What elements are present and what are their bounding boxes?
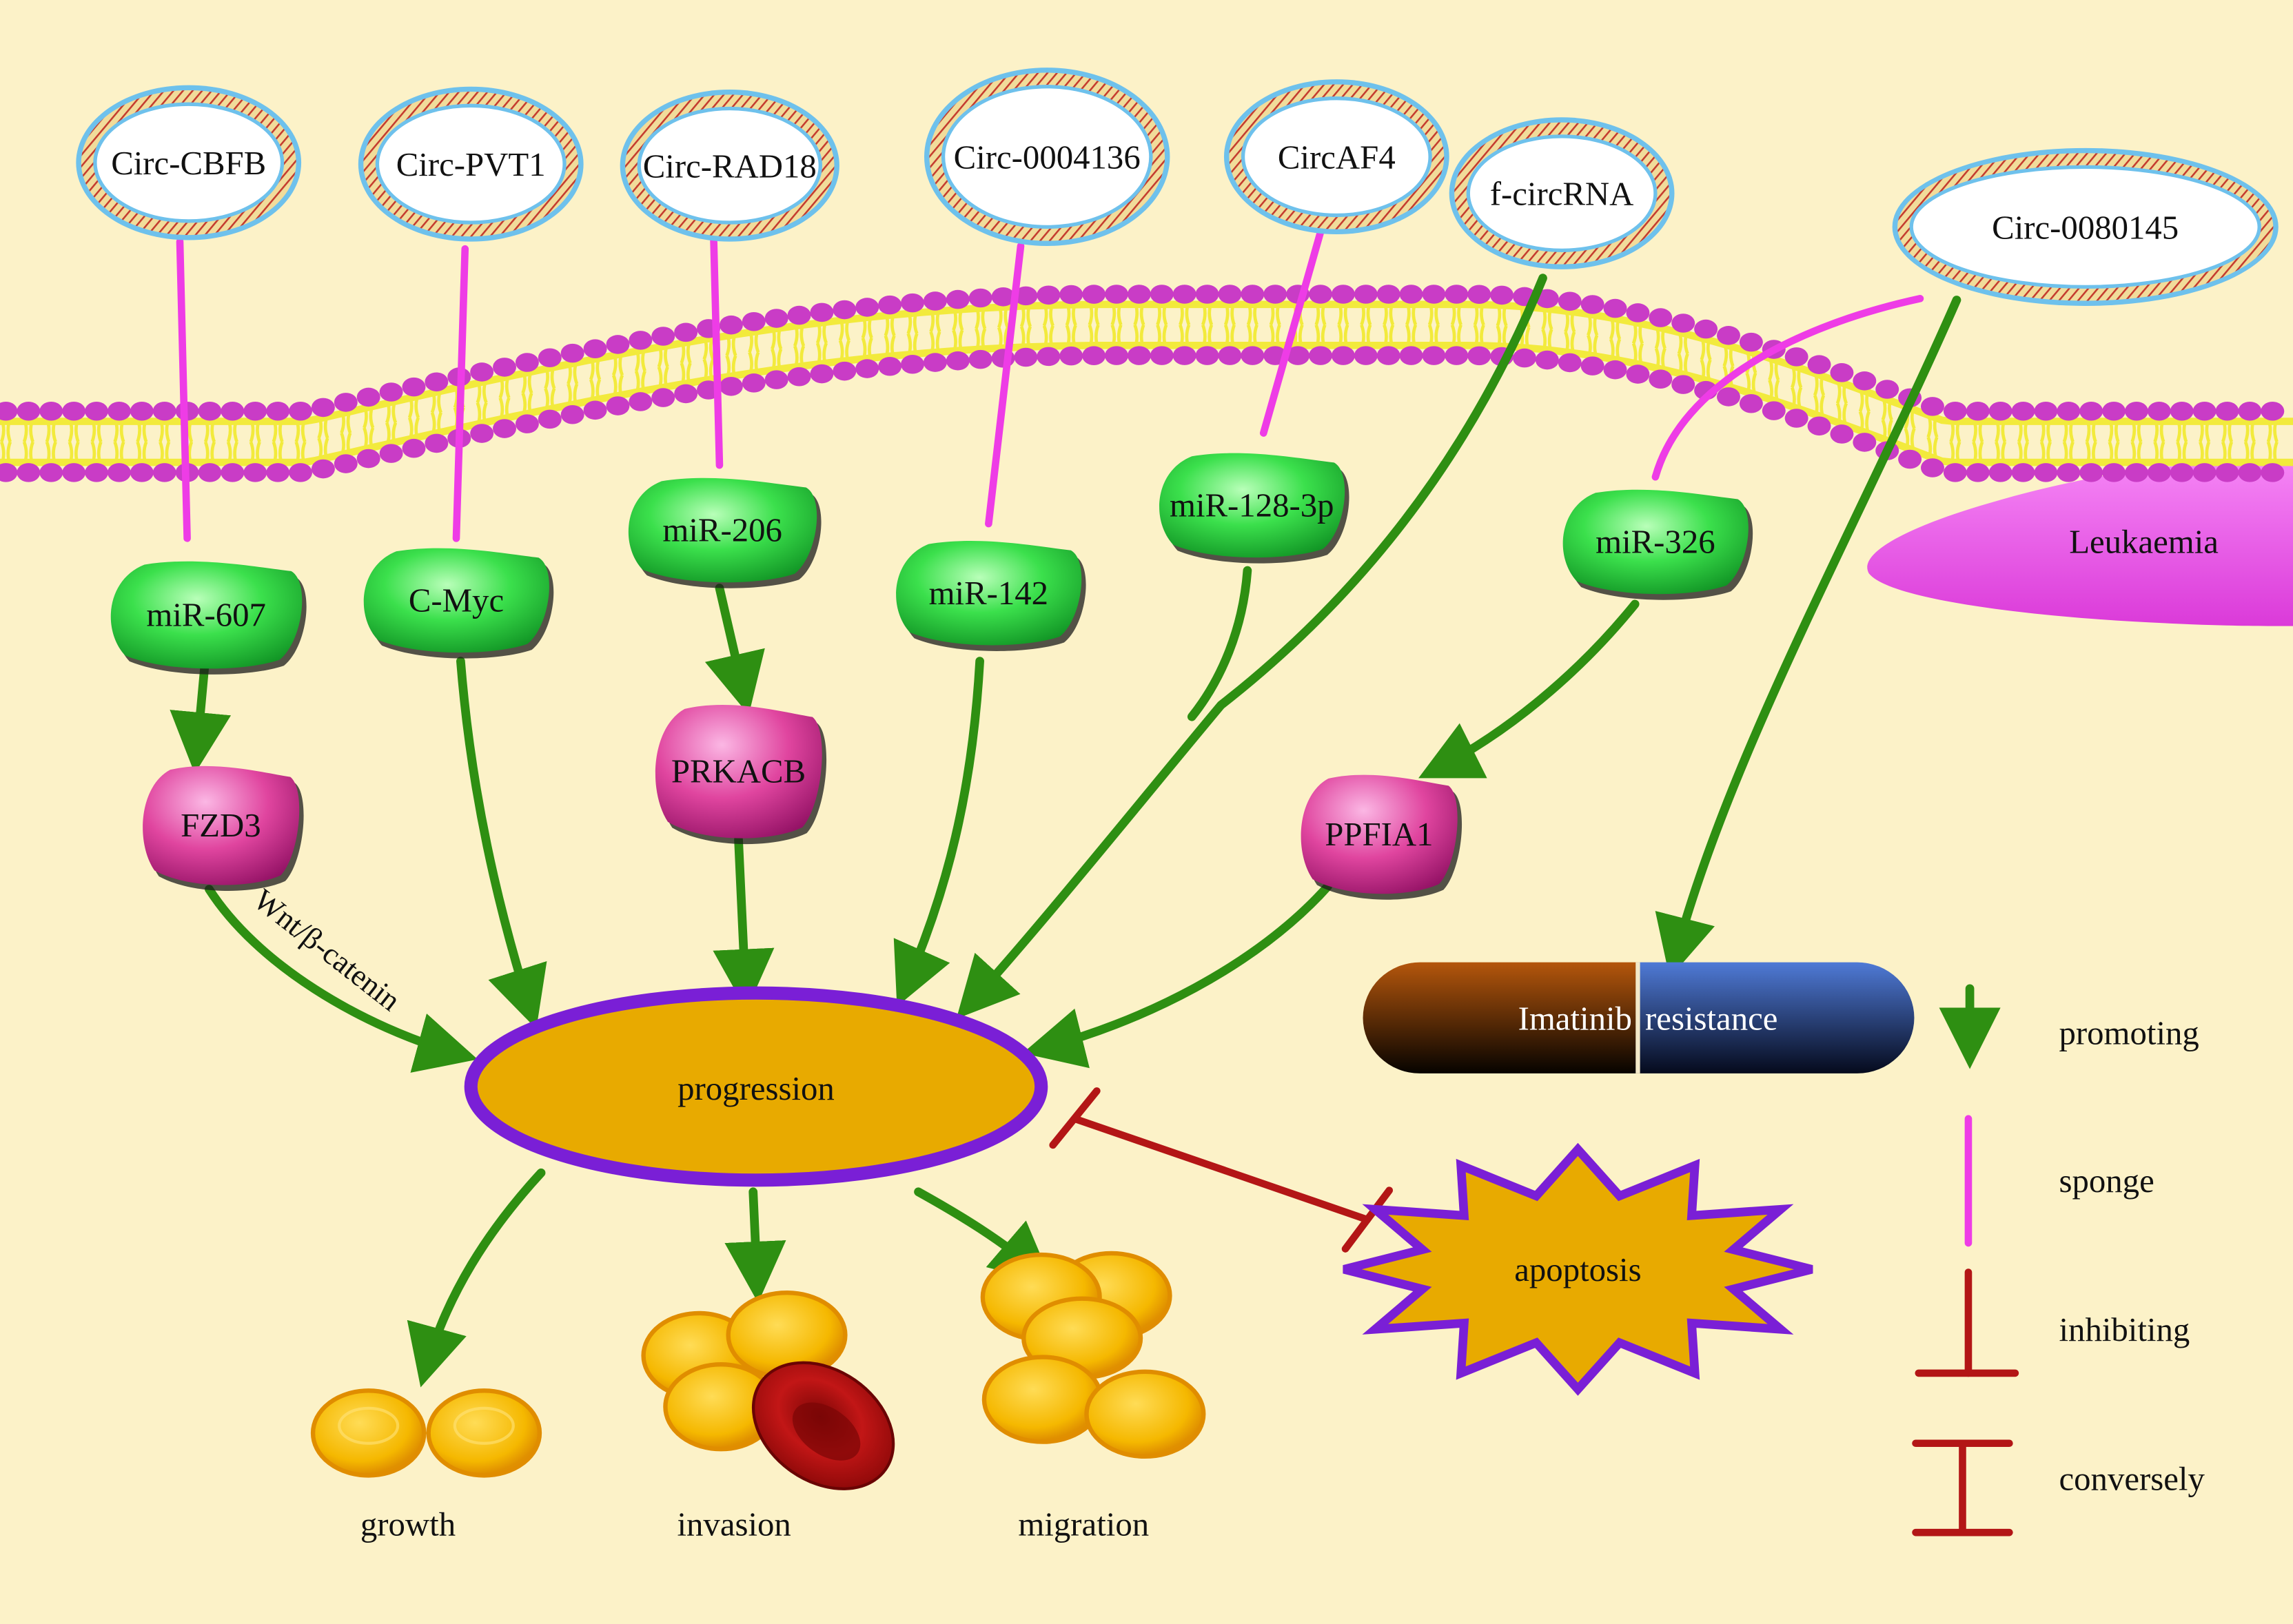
target-label: FZD3 [181,807,261,844]
circrna-circ-0004136: Circ-0004136 [924,68,1170,246]
sponge-line-0004136 [985,242,1025,528]
sponge-line-pvt1 [452,245,469,542]
circrna-label: Circ-PVT1 [396,146,546,183]
target-label: PRKACB [671,753,806,790]
circrna-circ-cbfb: Circ-CBFB [76,85,302,240]
red-blood-cell [751,1361,895,1490]
arrow-fzd3-progression [205,885,478,1073]
arrow-0080145-imatinib [1655,296,1961,978]
arrow-mir206-prkacb [704,584,765,715]
target-group: FZD3 PRKACB PPFIA1 [143,705,1463,900]
node-label: miR-206 [662,512,782,549]
arrow-mir326-ppfia1 [1418,599,1640,779]
legend-sponge-label: sponge [2059,1162,2154,1200]
node-mir-206: miR-206 [628,477,822,588]
circrna-label: Circ-0004136 [954,139,1141,176]
circrna-label: Circ-CBFB [111,145,266,182]
circrna-circ-rad18: Circ-RAD18 [620,89,839,242]
node-mir-142: miR-142 [896,540,1086,651]
arrow-cmyc-progression [456,657,547,1029]
red-t-bar-icon [1915,1268,2019,1377]
arrow-prkacb-progression [713,835,775,1011]
inhibit-progression-apoptosis [1049,1087,1394,1253]
outcome-migration-label: migration [1018,1505,1149,1543]
progression-node: progression [464,986,1048,1187]
node-c-myc: C-Myc [363,548,554,659]
red-i-bar-icon [1912,1439,2013,1536]
legend: promoting sponge inhibiting conversely [1912,984,2205,1536]
legend-inhibiting-label: inhibiting [2059,1311,2190,1348]
arrow-mir607-fzd3 [170,661,232,774]
node-label: C-Myc [409,582,504,619]
target-label: PPFIA1 [1325,816,1433,853]
target-ppfia1: PPFIA1 [1301,774,1463,900]
target-prkacb: PRKACB [655,705,827,845]
sponge-line-rad18 [710,233,724,469]
migration-cells [980,1251,1206,1459]
sponge-line-af4 [1259,223,1326,437]
circrna-group: Circ-CBFB Circ-PVT1 Circ-RAD18 Circ-0004136… [76,68,2279,306]
mirna-group: miR-607 C-Myc miR-206 miR-142 miR-128-3p miR-… [110,453,1753,675]
node-mir-326: miR-326 [1562,489,1753,600]
node-label: miR-607 [146,597,266,634]
apoptosis-node: apoptosis [1343,1142,1813,1396]
leukaemia-cell: Leukaemia [1867,462,2293,626]
cell-membrane [0,285,2293,482]
invasion-cells [641,1291,895,1490]
node-mir-607: miR-607 [110,561,307,675]
arrow-fcircrna-progression [956,274,1547,1019]
imatinib-resistance-capsule: Imatinib resistance [1363,962,1915,1073]
arrow-progression-growth [407,1168,546,1388]
progression-label: progression [677,1070,835,1107]
circrna-circaf4: CircAF4 [1223,79,1449,235]
circrna-label: f-circRNA [1490,176,1634,213]
circrna-f-circrna: f-circRNA [1449,117,1675,269]
sponge-lines [176,223,1924,542]
arrow-progression-invasion [724,1187,786,1304]
arrow-mir128-branch [1187,566,1252,721]
legend-conversely-label: conversely [2059,1461,2205,1498]
circrna-label: Circ-0080145 [1992,209,2179,246]
circrna-circ-0080145: Circ-0080145 [1892,147,2279,306]
outcome-growth-label: growth [360,1505,456,1543]
growth-cells [310,1388,542,1478]
node-label: miR-128-3p [1170,487,1334,524]
imatinib-label: Imatinib [1518,1000,1632,1037]
target-fzd3: FZD3 [143,765,304,891]
circrna-label: CircAF4 [1278,139,1396,176]
node-label: miR-326 [1596,524,1715,561]
leukaemia-label: Leukaemia [2069,524,2219,561]
node-label: miR-142 [929,575,1049,612]
legend-promoting-label: promoting [2059,1014,2199,1051]
sponge-line-cbfb [176,238,191,542]
arrow-ppfia1-progression [1022,881,1332,1069]
arrow-mir142-progression [893,657,984,1007]
outcome-invasion-label: invasion [677,1505,791,1543]
apoptosis-label: apoptosis [1514,1251,1641,1288]
circrna-circ-pvt1: Circ-PVT1 [358,86,584,242]
node-mir-128-3p: miR-128-3p [1159,453,1349,564]
sponge-line-0080145 [1651,295,1924,481]
circrna-label: Circ-RAD18 [643,147,817,185]
resistance-label: resistance [1645,1000,1777,1037]
